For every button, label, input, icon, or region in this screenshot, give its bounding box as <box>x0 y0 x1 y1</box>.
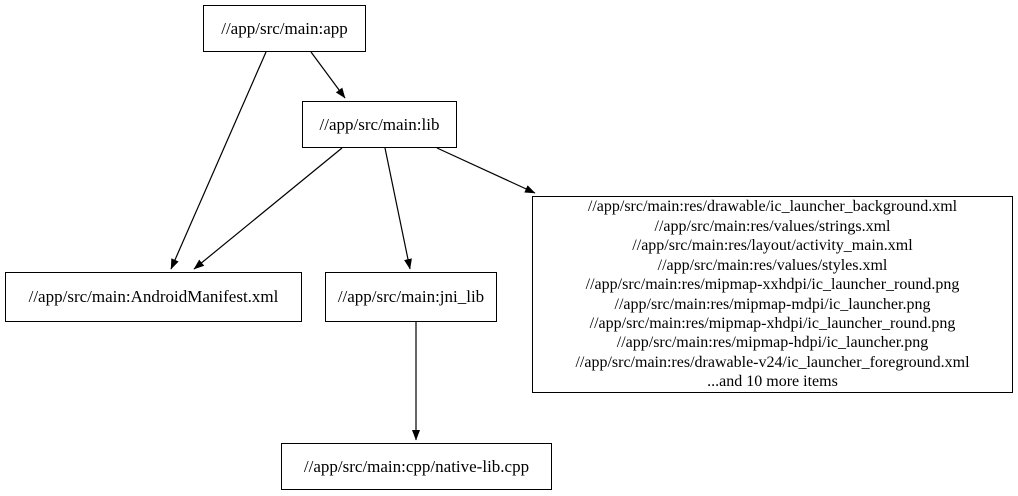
edge-lib-to-jni-lib <box>384 147 412 270</box>
graph-node-jni-lib-label: //app/src/main:jni_lib <box>337 287 485 306</box>
res-more-items-line: ...and 10 more items <box>707 373 838 391</box>
edge-lib-to-res <box>436 147 536 194</box>
res-file-line: //app/src/main:res/mipmap-hdpi/ic_launch… <box>616 334 929 352</box>
res-file-line: //app/src/main:res/drawable-v24/ic_launc… <box>575 353 970 371</box>
graph-node-lib: //app/src/main:lib <box>302 101 457 148</box>
graph-node-jni-lib: //app/src/main:jni_lib <box>325 272 497 322</box>
res-file-line: //app/src/main:res/mipmap-xhdpi/ic_launc… <box>589 314 956 332</box>
res-file-line: //app/src/main:res/values/strings.xml <box>654 217 891 235</box>
graph-node-android-manifest-label: //app/src/main:AndroidManifest.xml <box>28 287 279 306</box>
graph-node-app-label: //app/src/main:app <box>221 18 348 38</box>
graph-node-native-lib-cpp-label: //app/src/main:cpp/native-lib.cpp <box>303 456 530 476</box>
graph-node-res-files: //app/src/main:res/drawable/ic_launcher_… <box>532 196 1013 393</box>
graph-node-app: //app/src/main:app <box>203 5 366 52</box>
graph-node-native-lib-cpp: //app/src/main:cpp/native-lib.cpp <box>281 443 552 490</box>
graph-node-android-manifest: //app/src/main:AndroidManifest.xml <box>5 272 302 322</box>
res-file-line: //app/src/main:res/mipmap-mdpi/ic_launch… <box>614 295 931 313</box>
edge-lib-to-manifest <box>193 147 343 270</box>
graph-node-lib-label: //app/src/main:lib <box>319 114 440 134</box>
res-file-line: //app/src/main:res/values/styles.xml <box>657 256 888 274</box>
edge-app-to-lib <box>310 51 346 99</box>
res-file-line: //app/src/main:res/layout/activity_main.… <box>632 237 913 255</box>
edge-app-to-manifest <box>170 51 267 270</box>
res-file-line: //app/src/main:res/drawable/ic_launcher_… <box>587 198 958 216</box>
res-file-line: //app/src/main:res/mipmap-xxhdpi/ic_laun… <box>585 276 960 294</box>
